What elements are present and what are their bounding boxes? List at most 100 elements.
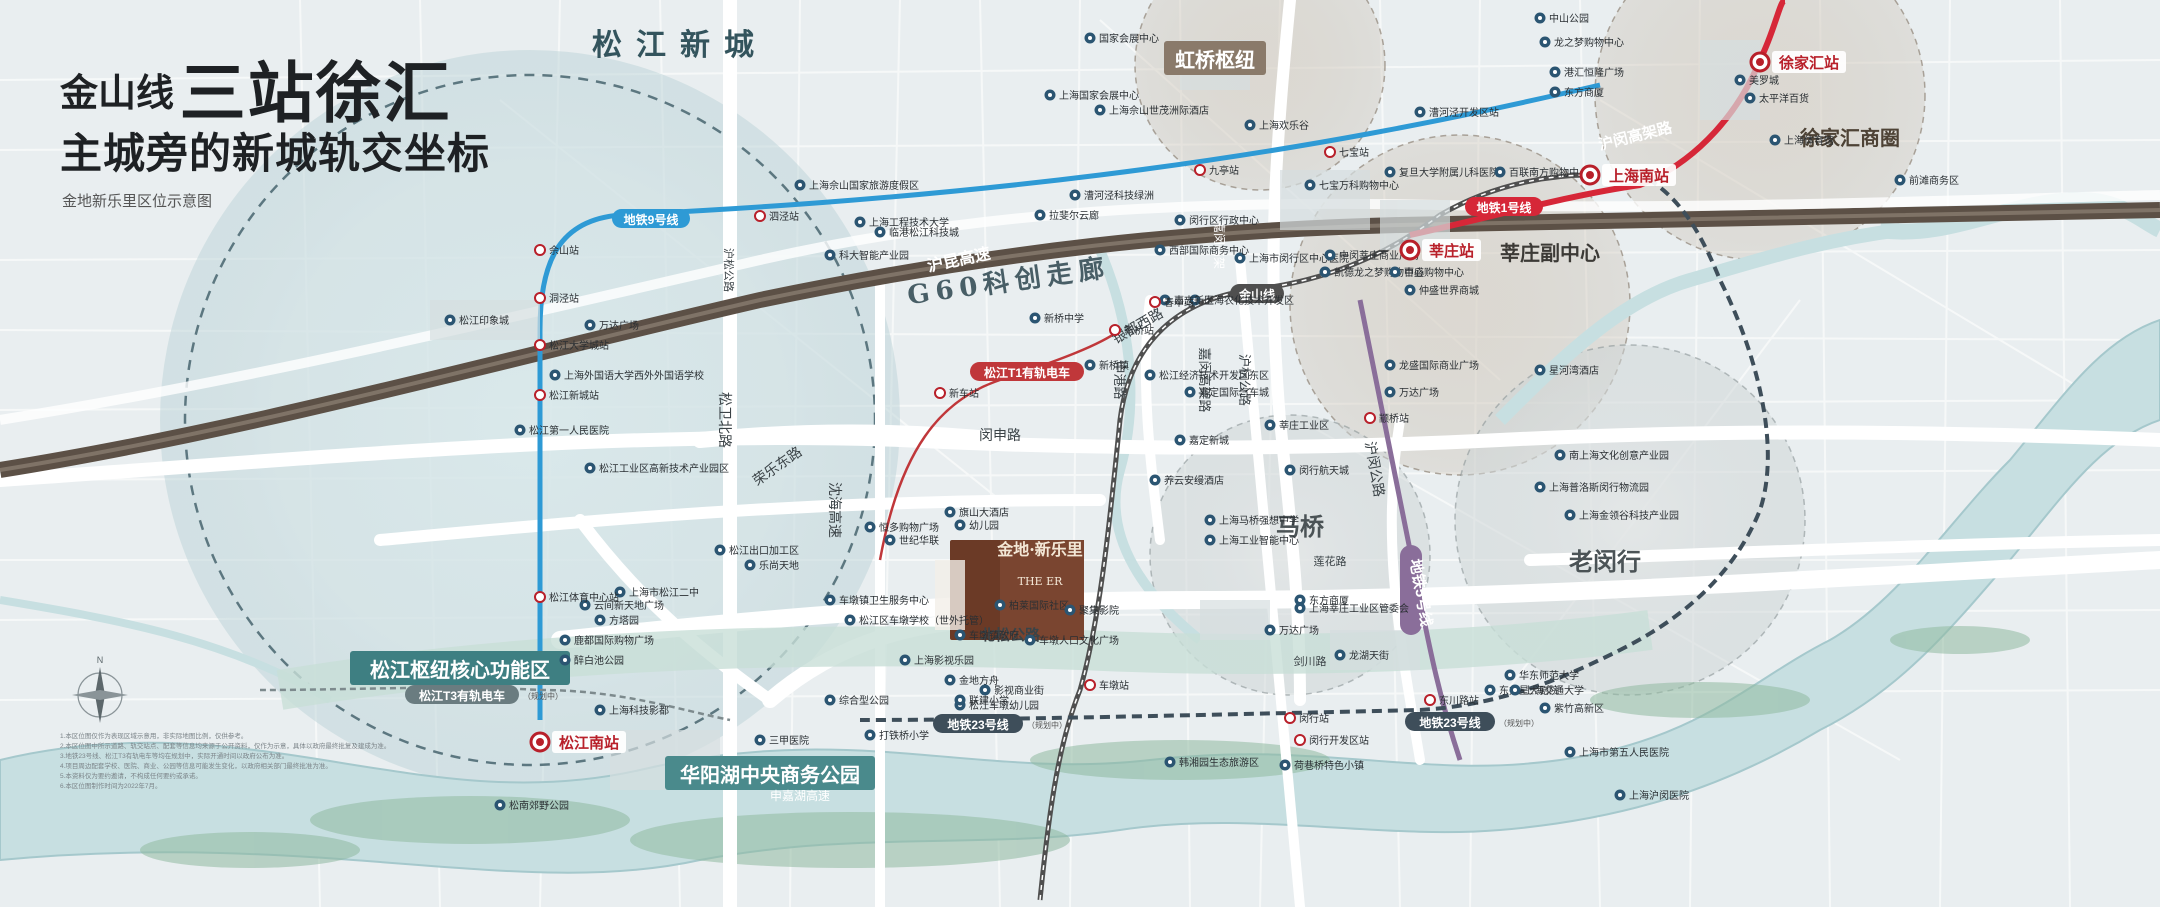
poi-51[interactable]: 云间新天地广场 (579, 599, 665, 612)
poi-13[interactable]: 复旦大学附属儿科医院 (1384, 166, 1500, 179)
station-sijing[interactable]: 泗泾站 (754, 210, 799, 223)
poi-50[interactable]: 上海市松江二中 (614, 586, 700, 599)
station-dongchuan[interactable]: 东川路站 (1424, 694, 1479, 707)
station-chunshen[interactable]: 春申站 (1149, 296, 1194, 309)
poi-62[interactable]: 车墩镇卫生服务中心 (824, 594, 930, 607)
poi-58[interactable]: 旗山大酒店 (944, 506, 1010, 519)
poi-46[interactable]: 松江第一人民医院 (514, 424, 610, 437)
poi-75[interactable]: 松江经济技术开发区东区 (1144, 369, 1270, 382)
poi-14[interactable]: 百联南方购物中心 (1494, 166, 1590, 179)
station-songjiangnan[interactable]: 松江南站 (529, 731, 626, 753)
poi-43[interactable]: 松江印象城 (444, 314, 510, 327)
poi-61[interactable]: 幼儿园 (954, 519, 1000, 532)
poi-26[interactable]: 上海马桥强想中学 (1204, 514, 1300, 527)
poi-35[interactable]: 上海市第五人民医院 (1564, 746, 1670, 759)
poi-56[interactable]: 三甲医院 (754, 734, 810, 747)
poi-85[interactable]: 东方商厦 (1294, 594, 1350, 607)
poi-11[interactable]: 上海工程技术大学 (854, 216, 950, 229)
poi-66[interactable]: 金地方舟 (944, 674, 1000, 687)
station-dongjing[interactable]: 洞泾站 (534, 292, 579, 305)
poi-47[interactable]: 松江工业区高新技术产业园区 (584, 462, 730, 475)
poi-3[interactable]: 龙之梦购物中心 (1539, 36, 1625, 49)
poi-21[interactable]: 龙盛国际商业广场 (1384, 359, 1480, 372)
poi-0[interactable]: 国家会展中心 (1084, 32, 1160, 45)
poi-1[interactable]: 上海国家会展中心 (1044, 89, 1140, 102)
poi-64[interactable]: 车墩镇政府 (954, 629, 1020, 642)
poi-9[interactable]: 前滩商务区 (1894, 174, 1960, 187)
poi-22[interactable]: 万达广场 (1384, 386, 1440, 399)
poi-68[interactable]: 综合型公园 (824, 694, 890, 707)
poi-23[interactable]: 星河湾酒店 (1534, 364, 1600, 377)
poi-60[interactable]: 世纪华联 (884, 534, 940, 547)
poi-57[interactable]: 松南郊野公园 (494, 799, 570, 812)
poi-40[interactable]: 科大智能产业园 (824, 249, 910, 262)
poi-54[interactable]: 醉白池公园 (559, 654, 625, 667)
poi-49[interactable]: 乐尚天地 (744, 559, 800, 572)
station-zuanqiao[interactable]: 颛桥站 (1364, 412, 1409, 425)
poi-32[interactable]: 上海交通大学 (1509, 684, 1585, 697)
poi-16[interactable]: 上海市闵行区中心医院 (1234, 252, 1350, 265)
poi-20[interactable]: 仲盛世界商城 (1404, 284, 1480, 297)
poi-38[interactable]: 上海沪闵医院 (1614, 789, 1690, 802)
poi-28[interactable]: 南上海文化创意产业园 (1554, 449, 1670, 462)
poi-69[interactable]: 打铁桥小学 (864, 729, 930, 742)
station-xinqiao[interactable]: 新桥站 (1109, 324, 1154, 337)
poi-74[interactable]: 新桥中学 (1029, 312, 1085, 325)
poi-76[interactable]: 嘉定国际汽车城 (1184, 386, 1270, 399)
poi-6[interactable]: 太平洋百货 (1744, 92, 1810, 105)
poi-37[interactable]: 韩湘园生态旅游区 (1164, 756, 1260, 769)
station-sheshan[interactable]: 佘山站 (534, 244, 579, 257)
poi-17[interactable]: 中闵莘庄商业广场 (1324, 249, 1420, 262)
poi-41[interactable]: 漕河泾科技绿洲 (1069, 189, 1155, 202)
poi-48[interactable]: 松江出口加工区 (714, 544, 800, 557)
poi-2[interactable]: 中山公园 (1534, 12, 1590, 25)
poi-30[interactable]: 上海金领谷科技产业园 (1564, 509, 1680, 522)
poi-42[interactable]: 拉斐尔云廊 (1034, 209, 1100, 222)
station-xinzhuang[interactable]: 莘庄站 (1399, 239, 1481, 261)
poi-59[interactable]: 恒多购物广场 (864, 521, 940, 534)
poi-71[interactable]: 影视商业街 (979, 684, 1045, 697)
poi-39[interactable]: 临港松江科技城 (874, 226, 960, 239)
poi-65[interactable]: 上海影视乐园 (899, 654, 975, 667)
poi-77[interactable]: 闵行区行政中心 (1174, 214, 1260, 227)
poi-44[interactable]: 万达广场 (584, 319, 640, 332)
poi-82[interactable]: 车墩人口文化广场 (1024, 634, 1120, 647)
poi-4[interactable]: 港汇恒隆广场 (1549, 66, 1625, 79)
poi-52[interactable]: 方塔园 (594, 614, 640, 627)
poi-87[interactable]: 养云安缦酒店 (1149, 474, 1225, 487)
poi-5[interactable]: 东方商厦 (1549, 86, 1605, 99)
poi-7[interactable]: 美罗城 (1734, 74, 1780, 87)
poi-25[interactable]: 闵行航天城 (1284, 464, 1350, 477)
poi-53[interactable]: 鹿都国际购物广场 (559, 634, 655, 647)
poi-18[interactable]: 凯德龙之梦购物中心 (1319, 266, 1425, 279)
poi-24[interactable]: 莘庄工业区 (1264, 419, 1330, 432)
poi-27[interactable]: 上海工业智能中心 (1204, 534, 1300, 547)
station-sxc[interactable]: 松江新城站 (534, 389, 599, 402)
poi-10[interactable]: 上海佘山国家旅游度假区 (794, 179, 920, 192)
poi-89[interactable]: 上海佘山世茂洲际酒店 (1094, 104, 1210, 117)
poi-15[interactable]: 七宝万科购物中心 (1304, 179, 1400, 192)
station-shanghainan[interactable]: 上海南站 (1579, 164, 1676, 186)
poi-81[interactable]: 聚集影院 (1064, 604, 1120, 617)
poi-84[interactable]: 万达广场 (1264, 624, 1320, 637)
poi-88[interactable]: 嘉定新城 (1174, 434, 1230, 447)
station-sdx[interactable]: 松江大学城站 (534, 339, 609, 352)
poi-72[interactable]: 上海农化技术开发区 (1189, 294, 1295, 307)
poi-63[interactable]: 松江区车墩学校（世外托管） (844, 614, 990, 627)
station-minhangkf[interactable]: 闵行开发区站 (1294, 734, 1369, 747)
poi-45[interactable]: 上海外国语大学西外外国语学校 (549, 369, 705, 382)
poi-33[interactable]: 紫竹高新区 (1539, 702, 1605, 715)
poi-8[interactable]: 上海体育馆 (1769, 134, 1835, 147)
poi-83[interactable]: 龙湖天街 (1334, 649, 1390, 662)
poi-80[interactable]: 柏莱国际社区 (994, 599, 1070, 612)
poi-36[interactable]: 荷巷桥特色小镇 (1279, 759, 1365, 772)
poi-19[interactable]: 百盛购物中心 (1389, 266, 1465, 279)
station-sty[interactable]: 松江体育中心站 (534, 591, 619, 604)
poi-78[interactable]: 西部国际商务中心 (1154, 244, 1250, 257)
station-jiuting[interactable]: 九亭站 (1194, 164, 1239, 177)
station-jiangchuan[interactable]: 闵行站 (1284, 712, 1329, 725)
poi-34[interactable]: 华东师范大学 (1504, 669, 1580, 682)
poi-29[interactable]: 上海普洛斯闵行物流园 (1534, 481, 1650, 494)
poi-90[interactable]: 上海欢乐谷 (1244, 119, 1310, 132)
station-chedun[interactable]: 车墩站 (1084, 679, 1129, 692)
